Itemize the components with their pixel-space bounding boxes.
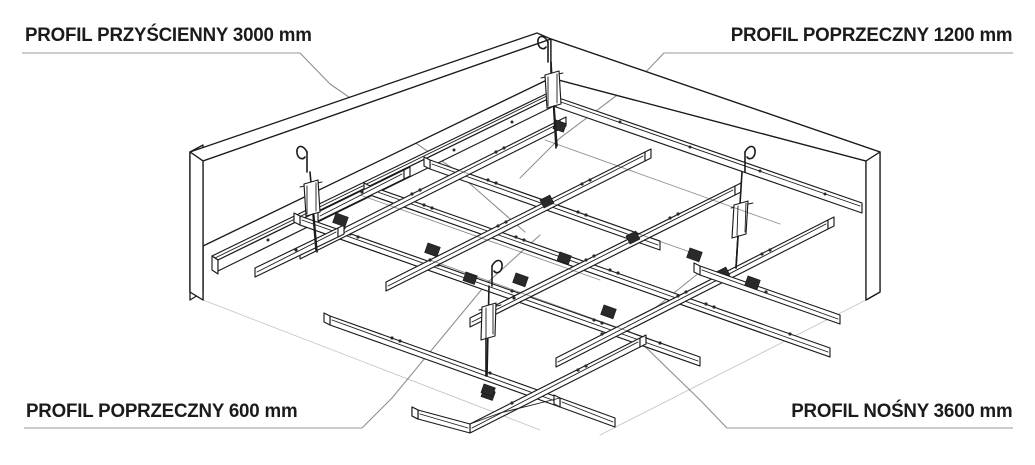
hanger-wire-2 bbox=[537, 35, 564, 149]
callout-label-bottom-left: PROFIL POPRZECZNY 600 mm bbox=[26, 400, 298, 422]
hanger-wire-4 bbox=[478, 259, 503, 377]
hanger-wire-1 bbox=[296, 145, 323, 253]
wall-block-right bbox=[550, 38, 881, 301]
main-runner-4 bbox=[323, 312, 561, 408]
leader-bottom-right bbox=[627, 329, 728, 429]
cross-tee-2 bbox=[385, 148, 652, 292]
cross-tee-600-stub bbox=[418, 374, 490, 419]
cross-tee-3 bbox=[469, 182, 742, 328]
leader-bottom-left bbox=[361, 282, 488, 429]
wall-inner-contour bbox=[202, 77, 867, 436]
profile-end-left bbox=[411, 406, 471, 434]
profile-end-right bbox=[553, 394, 616, 428]
bottom-intersection-detail bbox=[469, 383, 561, 425]
connector-clips bbox=[332, 119, 761, 401]
callout-label-top-left: PROFIL PRZYŚCIENNY 3000 mm bbox=[25, 24, 312, 46]
main-runner-to-right-wall-2 bbox=[640, 160, 790, 222]
wall-block-left bbox=[189, 32, 552, 301]
cross-tee-4 bbox=[555, 216, 835, 368]
main-runner-to-right-wall bbox=[693, 262, 841, 325]
leader-extension-b bbox=[519, 137, 561, 179]
cross-tee-back-left-2 bbox=[254, 224, 345, 278]
callout-label-top-right: PROFIL POPRZECZNY 1200 mm bbox=[730, 24, 1012, 46]
hanger-wire-3 bbox=[730, 145, 756, 269]
callout-label-bottom-right: PROFIL NOŚNY 3600 mm bbox=[790, 400, 1012, 422]
ceiling-panel-lines bbox=[359, 139, 781, 348]
